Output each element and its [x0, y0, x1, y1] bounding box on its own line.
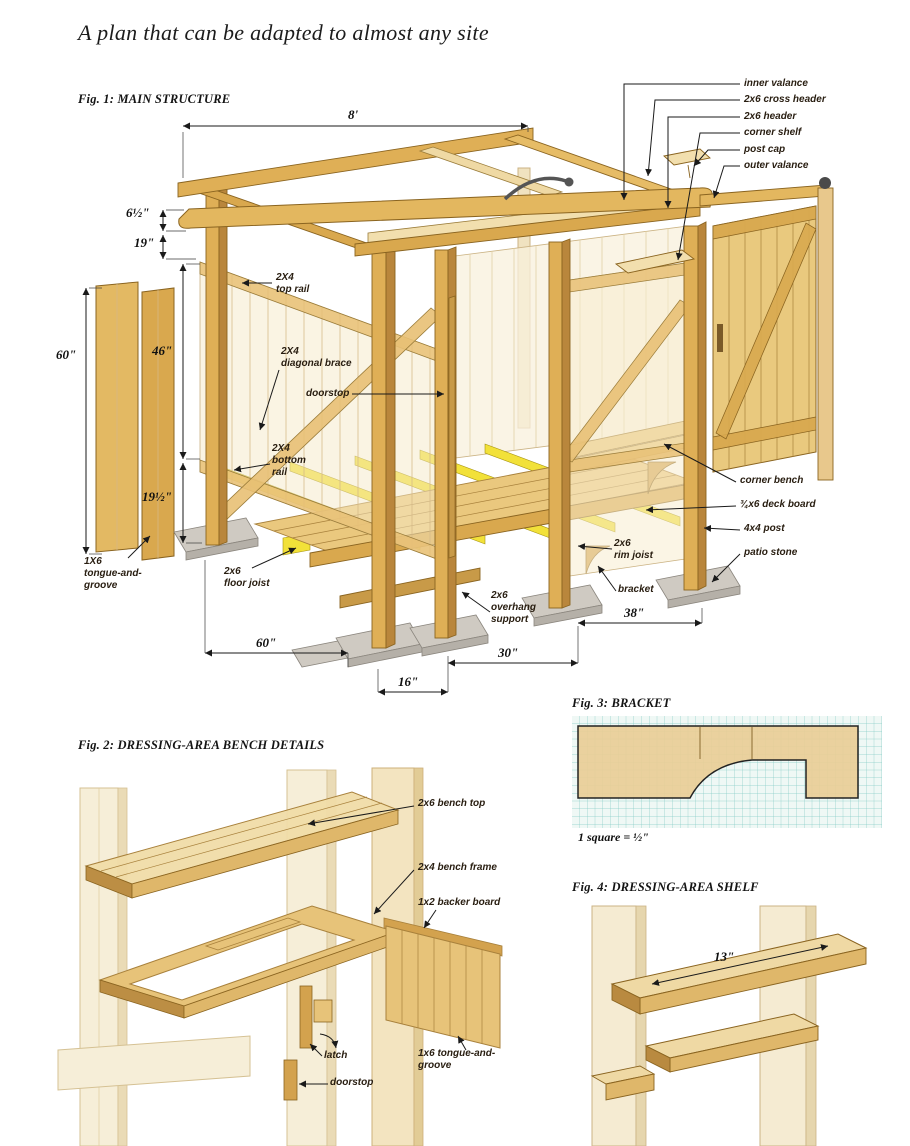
fig2-label-latch: latch: [324, 1050, 348, 1061]
fig1-label-diagonal-brace: 2X4 diagonal brace: [281, 346, 352, 369]
fig2-doorstop-piece: [283, 1059, 298, 1101]
fig2-tg-panel: [383, 917, 503, 1049]
fig1-caption: Fig. 1: MAIN STRUCTURE: [78, 92, 231, 106]
fig1-dim-panel-width: 38": [624, 605, 645, 620]
fig3-scale-note: 1 square = ½": [578, 830, 649, 844]
fig1-label-header: 2x6 header: [744, 111, 797, 122]
fig2-caption: Fig. 2: DRESSING-AREA BENCH DETAILS: [78, 738, 325, 752]
fig4-cleat-block: [590, 1065, 656, 1101]
fig1-label-tongue-groove: 1X6 tongue-and- groove: [84, 556, 142, 591]
fig4-lower-rail: [644, 1013, 820, 1073]
fig1-doorstop-strip: [448, 295, 456, 559]
fig3-caption: Fig. 3: BRACKET: [572, 696, 671, 710]
fig4-shelf: [610, 933, 868, 1015]
fig1-leader-lines: [127, 83, 741, 613]
fig1-label-doorstop: doorstop: [306, 388, 350, 399]
fig2-label-bench-top: 2x6 bench top: [418, 798, 486, 809]
fig1-tongue-groove-boards: [95, 281, 175, 561]
fig1-label-outer-valance: outer valance: [744, 160, 809, 171]
fig2-drawing: [57, 767, 503, 1146]
fig1-dim-header-height: 19": [134, 235, 155, 250]
fig1-label-inner-valance: inner valance: [744, 78, 808, 89]
fig1-right-panel: [555, 261, 693, 579]
fig1-label-cross-header: 2x6 cross header: [744, 94, 826, 105]
fig1-dim-door-width: 30": [498, 645, 519, 660]
fig2-leader-lines: [299, 805, 467, 1088]
fig1-label-top-rail: 2X4 top rail: [276, 272, 310, 295]
fig1-dim-length: 8': [348, 107, 359, 122]
fig1-label-deck-board: ¾x6 deck board: [740, 499, 816, 510]
fig1-label-overhang-support: 2x6 overhang support: [491, 590, 537, 625]
fig2-bench-frame: [98, 905, 398, 1019]
fig1-label-patio-stone: patio stone: [744, 547, 798, 558]
fig2-label-doorstop: doorstop: [330, 1077, 374, 1088]
fig1-label-post-cap: post cap: [744, 144, 786, 155]
fig1-door-panel: [712, 177, 834, 481]
fig4-drawing: [590, 905, 868, 1146]
fig1-label-floor-joist: 2x6 floor joist: [224, 566, 270, 589]
fig1-overhang-support-beam: [339, 567, 481, 609]
fig1-dim-valance-height: 6½": [126, 205, 150, 220]
fig2-bench-top: [84, 791, 400, 899]
fig1-drawing: [82, 83, 834, 696]
fig3-drawing: [572, 716, 882, 828]
fig1-label-corner-bench: corner bench: [740, 475, 804, 486]
fig2-latch: [299, 985, 339, 1049]
fig2-label-tongue-groove: 1x6 tongue-and- groove: [418, 1048, 496, 1071]
fig1-label-post: 4x4 post: [744, 523, 785, 534]
fig1-dim-base-height: 19½": [142, 489, 172, 504]
fig1-label-rim-joist: 2x6 rim joist: [614, 538, 653, 561]
fig1-dim-wall-height: 46": [152, 343, 173, 358]
fig2-label-backer-board: 1x2 backer board: [418, 897, 501, 908]
fig1-dim-board-length: 60": [56, 347, 77, 362]
fig1-dim-depth: 60": [256, 635, 277, 650]
fig1-label-bottom-rail: 2X4 bottom rail: [272, 443, 306, 478]
fig3-bracket-shape: [577, 725, 859, 799]
fig1-label-corner-shelf: corner shelf: [744, 127, 802, 138]
fig1-dimension-lines: [82, 122, 703, 696]
page-title: A plan that can be adapted to almost any…: [78, 20, 489, 45]
fig1-label-bracket: bracket: [618, 584, 654, 595]
fig4-caption: Fig. 4: DRESSING-AREA SHELF: [572, 880, 759, 894]
fig1-dim-overhang: 16": [398, 674, 419, 689]
fig2-label-bench-frame: 2x4 bench frame: [418, 862, 497, 873]
fig1-top-frame: [177, 127, 827, 274]
fig1-left-wall: [199, 261, 446, 563]
fig4-dim-shelf-width: 13": [714, 949, 735, 964]
